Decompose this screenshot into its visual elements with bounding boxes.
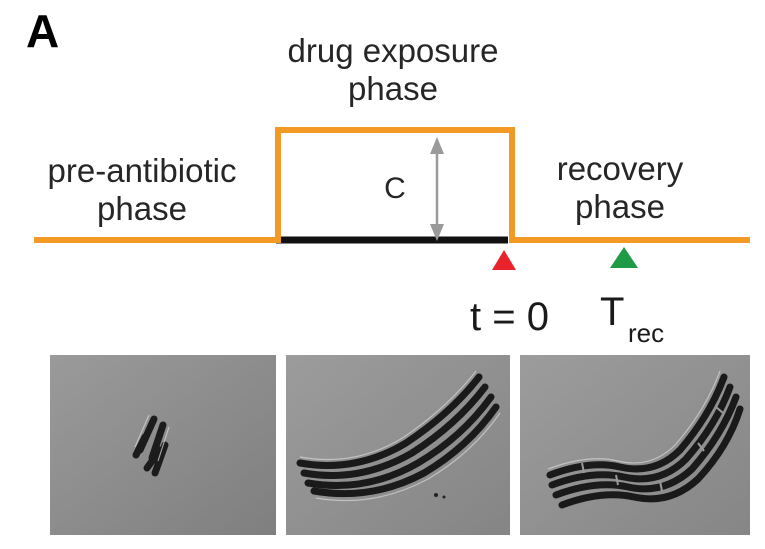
recovery-label-line2: phase	[575, 188, 665, 225]
micrograph-recovery	[520, 355, 750, 535]
panel-label: A	[26, 5, 60, 57]
concentration-arrow-head-bottom	[430, 224, 444, 241]
dosing-profile-diagram	[34, 127, 750, 270]
pre-antibiotic-label-line1: pre-antibiotic	[47, 152, 237, 189]
trec-marker-icon	[610, 247, 638, 268]
micrograph-drug-exposure	[286, 355, 510, 535]
concentration-arrow-head-top	[430, 137, 444, 154]
pre-antibiotic-label: pre-antibiotic phase	[22, 152, 262, 228]
trec-label-main: T	[600, 290, 625, 334]
recovery-label-line1: recovery	[556, 150, 684, 187]
pre-antibiotic-label-line2: phase	[97, 190, 187, 227]
t0-marker-icon	[492, 250, 516, 270]
t0-label: t = 0	[470, 295, 549, 339]
drug-concentration-profile	[34, 127, 750, 243]
concentration-label: C	[384, 172, 406, 205]
drug-exposure-label-line2: phase	[348, 70, 438, 107]
trec-label-sub: rec	[628, 318, 665, 348]
drug-exposure-label-line1: drug exposure	[287, 32, 499, 69]
micrograph-pre-antibiotic	[50, 355, 276, 535]
drug-exposure-label: drug exposure phase	[248, 32, 538, 108]
recovery-label: recovery phase	[520, 150, 720, 226]
